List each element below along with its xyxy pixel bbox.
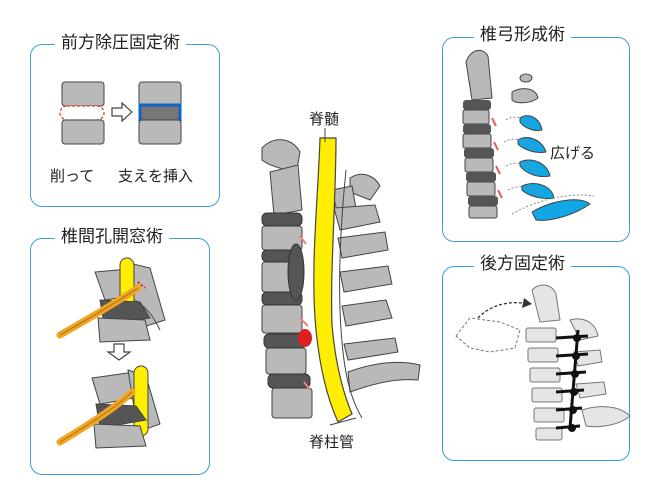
spinal-cord <box>313 137 353 423</box>
canal-posterior-line <box>339 169 363 419</box>
laminoplasty-widen-label: 広げる <box>550 144 596 162</box>
lamino-upper-dot <box>519 73 533 83</box>
screw-heads <box>568 334 581 432</box>
panel-anterior-fusion-title: 前方除圧固定術 <box>55 33 186 53</box>
panel-laminoplasty-title: 椎弓形成術 <box>474 25 571 45</box>
spinal-cord-label: 脊髄 <box>309 110 340 128</box>
anterior-step2-label: 支えを挿入 <box>118 167 194 185</box>
cord-compression <box>298 329 312 347</box>
foramen-before <box>56 257 166 343</box>
lamina-original-outline <box>503 116 595 215</box>
posterior-vertebrae <box>525 318 631 441</box>
panel-posterior-fusion-title: 後方固定術 <box>474 254 571 274</box>
posterior-skull <box>531 284 561 323</box>
head-rotation-outline <box>455 317 521 353</box>
disc-bulge <box>287 243 305 301</box>
compression-glow <box>299 235 311 391</box>
step-arrow-down <box>106 343 132 361</box>
anterior-step1-label: 削って <box>50 167 95 185</box>
pedicle-screws <box>555 334 589 430</box>
spinous-processes <box>331 185 421 393</box>
step-arrow-right <box>111 101 133 123</box>
vertebra-lower-before <box>61 119 105 145</box>
posterior-arch <box>349 173 381 201</box>
panel-foraminotomy-title: 椎間孔開窓術 <box>55 227 169 247</box>
lamino-red-marks <box>491 117 503 199</box>
rotation-arrow <box>477 302 529 319</box>
spinal-canal-label: 脊柱管 <box>309 433 355 451</box>
lamino-upper-arch <box>511 88 539 104</box>
lamino-discs <box>463 100 498 206</box>
vertebra-lower-after <box>138 119 182 145</box>
canal-label-leader <box>329 417 357 426</box>
lamino-vertebral-column <box>462 49 498 219</box>
foramen-after <box>56 365 161 449</box>
